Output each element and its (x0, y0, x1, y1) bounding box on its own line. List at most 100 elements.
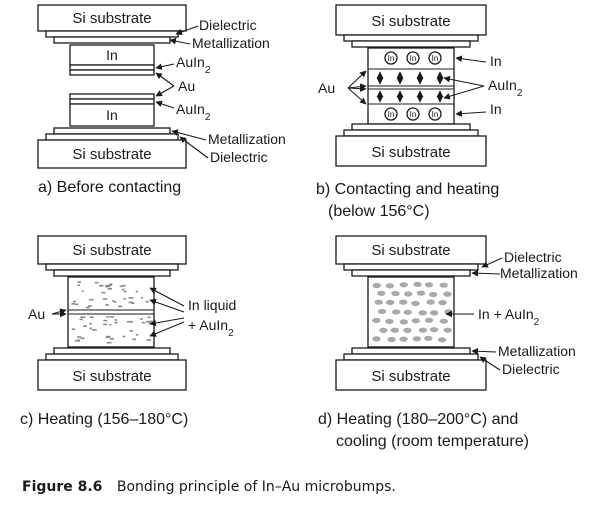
grain (411, 300, 420, 307)
speckle (81, 290, 84, 293)
grain (443, 291, 452, 297)
grain (399, 299, 408, 305)
speckle (109, 283, 113, 285)
bottom-substrate (37, 139, 187, 169)
dielectric-layer (45, 133, 179, 141)
grain (438, 300, 447, 306)
grain (379, 327, 388, 333)
speckle (114, 319, 118, 321)
bottom-substrate (335, 359, 487, 391)
dielectric-layer (45, 263, 179, 271)
top-substrate-label: Si substrate (371, 13, 450, 30)
grain (443, 327, 452, 333)
label-in-top: In (490, 53, 502, 69)
grain (372, 282, 381, 289)
speckle (135, 290, 138, 293)
speckle (89, 327, 92, 330)
grain (372, 317, 381, 323)
caption-b-line1: b) Contacting and heating (316, 181, 499, 198)
in-bottom-label: In (106, 107, 118, 123)
speckle (103, 323, 108, 326)
label-in-auin2: In + AuIn2 (478, 306, 540, 328)
grain (413, 281, 422, 287)
in-particle-label: In (432, 110, 439, 119)
grain (429, 327, 439, 333)
panel-b: Si substrate In In In In In In Si (316, 4, 523, 220)
speckle (107, 288, 112, 290)
speckle (92, 329, 97, 331)
speckle (89, 298, 94, 301)
dielectric-layer (45, 30, 179, 38)
speckle (75, 303, 79, 306)
speckle (74, 340, 80, 342)
grain (399, 336, 408, 342)
speckle (109, 323, 112, 326)
speckle (99, 284, 104, 287)
label-dielectric-bottom: Dielectric (210, 149, 268, 165)
top-substrate (37, 4, 187, 32)
grain (424, 317, 434, 323)
metallization-layer (351, 269, 471, 277)
speckle (77, 284, 81, 286)
grain (429, 310, 439, 316)
grain (412, 336, 421, 342)
grain (377, 308, 387, 315)
grain (385, 318, 394, 324)
grain (392, 309, 401, 315)
label-plus-auin2: + AuIn2 (188, 317, 234, 339)
speckle (148, 320, 153, 323)
label-auin2-bottom: AuIn2 (176, 101, 211, 123)
top-substrate (37, 235, 187, 265)
in-particle-label: In (410, 54, 417, 63)
speckle (141, 321, 145, 324)
speckle (90, 316, 94, 318)
speckle (145, 300, 149, 303)
in-particle-label: In (432, 54, 439, 63)
label-metallization: Metallization (500, 265, 578, 281)
bonding-diagram: Si substrate In In Si substrate Dielectr… (20, 4, 578, 450)
metallization-layer (53, 127, 171, 135)
speckle (126, 320, 130, 323)
speckle (121, 288, 125, 291)
grain (424, 282, 434, 288)
speckle (114, 321, 118, 324)
speckle (105, 284, 111, 287)
label-auin2-top: AuIn2 (176, 54, 211, 76)
top-substrate-label: Si substrate (72, 10, 151, 27)
label-metallization-bottom: Metallization (208, 131, 286, 147)
grain (390, 327, 399, 333)
label-au: Au (178, 78, 195, 94)
figure-description: Bonding principle of In–Au microbumps. (116, 479, 396, 495)
grain (372, 336, 381, 342)
grain (377, 290, 386, 296)
grain (404, 291, 413, 297)
grain (385, 283, 395, 289)
speckle (129, 330, 133, 332)
speckle (72, 300, 76, 303)
caption-d-line1: d) Heating (180–200°C) and (318, 411, 518, 428)
speckle (77, 281, 81, 283)
alloy-grains (372, 281, 453, 343)
bottom-substrate-label: Si substrate (72, 368, 151, 385)
speckle (131, 302, 135, 305)
top-substrate-label: Si substrate (72, 242, 151, 259)
in-bump-bottom (69, 103, 155, 127)
metallization-layer (351, 347, 471, 355)
dielectric-layer (343, 353, 479, 361)
speckle (122, 284, 126, 287)
au-layer-top (69, 69, 155, 76)
grain (374, 299, 383, 305)
speckle (71, 328, 76, 330)
in-top-label: In (106, 47, 118, 63)
speckle (128, 301, 134, 304)
top-substrate-label: Si substrate (371, 242, 450, 259)
grain (429, 291, 438, 298)
liquid-speckles (71, 281, 153, 344)
speckle (85, 306, 90, 309)
bottom-substrate-label: Si substrate (72, 146, 151, 163)
label-in-bottom: In (490, 101, 502, 117)
speckle (112, 300, 115, 302)
bottom-substrate (335, 135, 487, 167)
caption-d-line2: cooling (room temperature) (336, 433, 529, 450)
grain (391, 290, 400, 297)
